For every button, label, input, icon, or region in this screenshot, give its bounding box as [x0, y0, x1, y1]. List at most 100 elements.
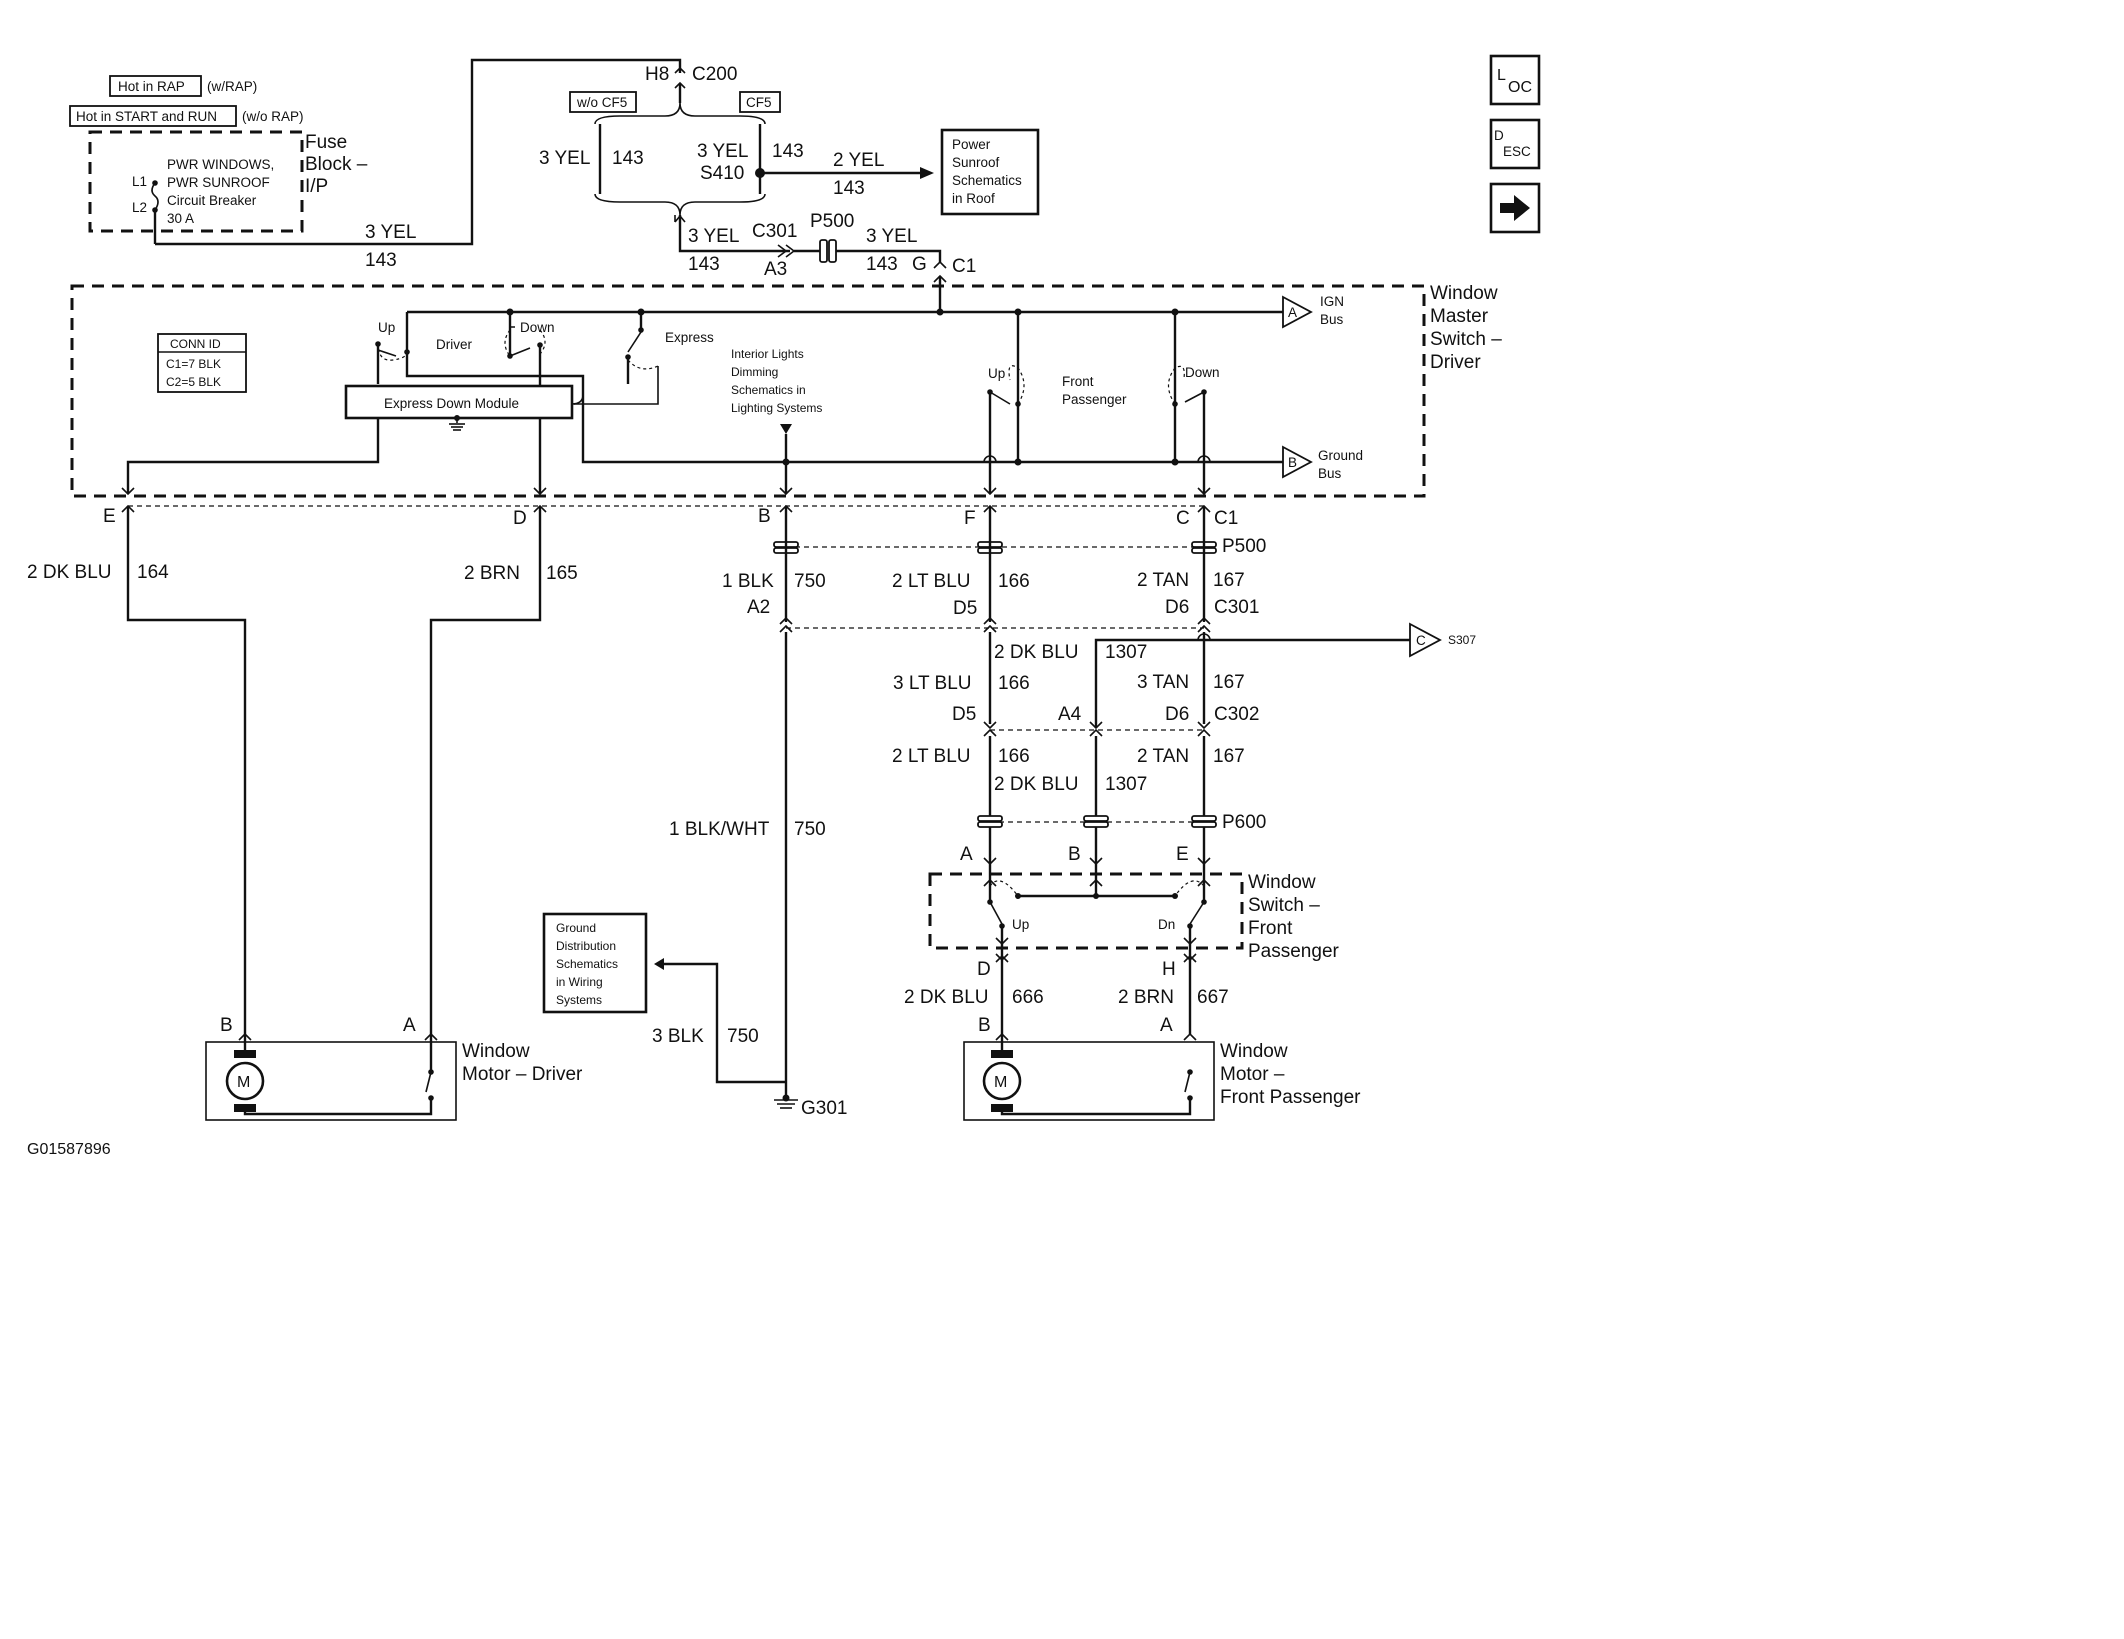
driver-down-switch-icon: [504, 312, 546, 386]
circuit-breaker-icon: [151, 180, 159, 244]
driver-down-label: Down: [520, 320, 555, 335]
wire-143-c301: [678, 215, 790, 253]
c301-top-conn: C301: [752, 221, 797, 242]
cf5-box: [739, 91, 781, 113]
ground-ref-5: Systems: [556, 993, 602, 1007]
gnd-bus-triangle: [1282, 445, 1313, 479]
p500-top-connector-icon: [819, 239, 837, 263]
conn-id-title: CONN ID: [170, 337, 221, 351]
wire-1307-lower-color: 2 DK BLU: [994, 774, 1078, 795]
driver-motor-pin-b: B: [220, 1015, 233, 1036]
sunroof-right-wire: 3 YEL: [697, 141, 748, 162]
dimming-ref-3: Schematics in: [731, 383, 806, 397]
hot-rap-note: (w/RAP): [207, 79, 257, 94]
c1-pin-arrows: [121, 487, 1211, 513]
sunroof-branch-num: 143: [833, 178, 865, 199]
hot-start-note: (w/o RAP): [242, 109, 304, 124]
sunroof-ref-2: Sunroof: [952, 155, 1000, 170]
schematic-svg: L OC D ESC Hot in RAP (w/RAP) Hot in STA…: [27, 54, 1541, 1158]
sunroof-ref-3: Schematics: [952, 173, 1022, 188]
p600-pin-b: B: [1068, 844, 1081, 865]
ground-bus-wire-a: [405, 352, 786, 464]
wire-143-number: 143: [365, 250, 397, 271]
master-title-1: Window: [1430, 283, 1498, 304]
fp-switch-pin-d: D: [977, 959, 991, 980]
fp-switch-title-1: Window: [1248, 872, 1316, 893]
l2-label: L2: [132, 200, 147, 215]
c301-mid-conn: C301: [1214, 597, 1259, 618]
c301-top-num: 143: [688, 254, 720, 275]
fuse-block-outline: [88, 130, 304, 233]
fp-motor-title-3: Front Passenger: [1220, 1087, 1361, 1108]
driver-up-switch-icon: [375, 341, 410, 384]
fp-switch-title-2: Switch –: [1248, 895, 1320, 916]
master-title-2: Master: [1430, 306, 1489, 327]
c200-pin: H8: [645, 64, 669, 85]
fp-window-switch-icon: [983, 864, 1211, 1034]
fp-motor-title-2: Motor –: [1220, 1064, 1285, 1085]
c1-pin-f: F: [964, 508, 976, 529]
c302-a4: A4: [1058, 704, 1082, 725]
fp-switch-up-label: Up: [1012, 917, 1029, 932]
driver-motor-icon: M: [225, 1032, 438, 1116]
ground-ref-2: Distribution: [556, 939, 616, 953]
fp-switch-title-3: Front: [1248, 918, 1293, 939]
ign-bus-tag: A: [1288, 305, 1297, 320]
wire-166-lower-num: 166: [998, 746, 1030, 767]
driver-up-label: Up: [378, 320, 395, 335]
fp-switch-pin-h: H: [1162, 959, 1176, 980]
sunroof-arrow-icon: [920, 167, 934, 179]
option-brace-top: [594, 102, 766, 125]
wire-1307-color: 2 DK BLU: [994, 642, 1078, 663]
ground-ref-arrow-icon: [654, 958, 664, 970]
conn-id-c2: C2=5 BLK: [166, 375, 221, 389]
hot-rap-box: [109, 75, 202, 97]
fp-motor-pin-b: B: [978, 1015, 991, 1036]
desc-button[interactable]: D ESC: [1489, 118, 1541, 170]
loc-button[interactable]: L OC: [1489, 54, 1541, 106]
wire-750-ground-ref: [664, 962, 786, 1084]
c301-mid-a2: A2: [747, 597, 770, 618]
fp-up-label: Up: [988, 366, 1005, 381]
ign-bus-label-2: Bus: [1320, 312, 1344, 327]
wire-164-color: 2 DK BLU: [27, 562, 111, 583]
breaker-label-4: 30 A: [167, 211, 194, 226]
wire-166-num: 166: [998, 571, 1030, 592]
g301-wire-num: 750: [727, 1026, 759, 1047]
fp-up-switch-icon: [987, 312, 1025, 462]
sunroof-ref-1: Power: [952, 137, 991, 152]
dimming-ref-4: Lighting Systems: [731, 401, 822, 415]
wire-667-num: 667: [1197, 987, 1229, 1008]
hot-start-label: Hot in START and RUN: [76, 109, 217, 124]
dimming-ref-1: Interior Lights: [731, 347, 804, 361]
wire-167-mid-num: 167: [1213, 672, 1245, 693]
wire-164-num: 164: [137, 562, 169, 583]
wire-166-color: 2 LT BLU: [892, 571, 971, 592]
cf5-label: CF5: [746, 95, 772, 110]
c1-pin-c: C: [1176, 508, 1190, 529]
wire-167-lower-num: 167: [1213, 746, 1245, 767]
conn-id-c1: C1=7 BLK: [166, 357, 221, 371]
c301-mid-connector-arrows: [779, 616, 1211, 633]
gnd-bus-tag: B: [1288, 455, 1297, 470]
p500-top-label: P500: [810, 211, 854, 232]
fuse-block-label: Fuse: [305, 132, 347, 153]
ign-bus-label-1: IGN: [1320, 294, 1344, 309]
gnd-bus-label-1: Ground: [1318, 448, 1363, 463]
g301-label: G301: [801, 1098, 847, 1119]
g301-ground-icon: [774, 1094, 798, 1109]
wire-165-color: 2 BRN: [464, 563, 520, 584]
fp-motor-box: [963, 1041, 1215, 1121]
sunroof-ref-box[interactable]: [940, 128, 1040, 216]
c301-top-wire: 3 YEL: [688, 226, 739, 247]
wire-166-mid-color: 3 LT BLU: [893, 673, 972, 694]
driver-e-wire: [126, 418, 380, 494]
ground-ref-1: Ground: [556, 921, 596, 935]
c301-mid-d5: D5: [953, 598, 977, 619]
ground-ref-box[interactable]: [542, 912, 648, 1014]
fuse-block-label-2: Block –: [305, 154, 368, 175]
l1-label: L1: [132, 174, 147, 189]
master-title-4: Driver: [1430, 352, 1481, 373]
next-arrow-button[interactable]: [1489, 182, 1541, 234]
express-control-wire: [574, 366, 659, 405]
